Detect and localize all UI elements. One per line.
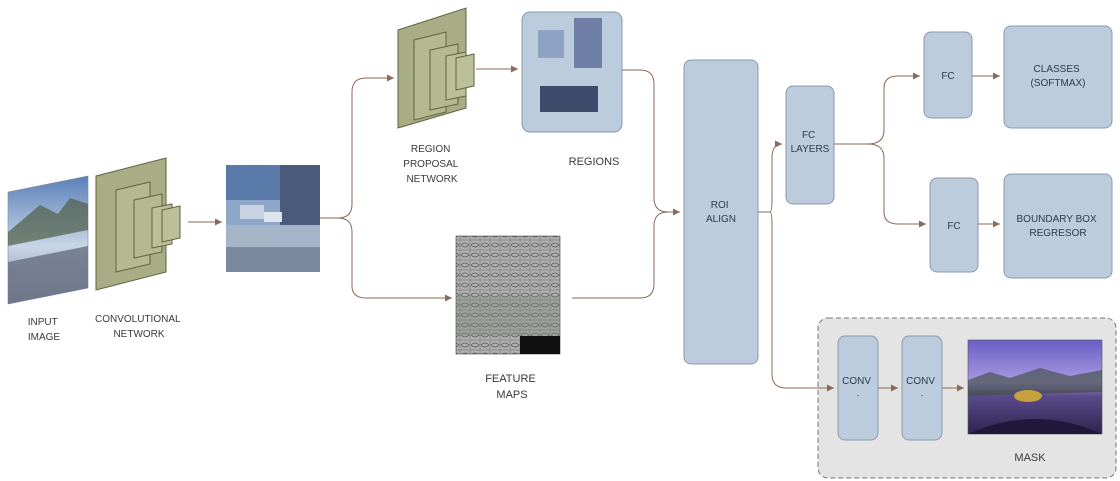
fc-bottom-label: FC: [947, 221, 960, 232]
classes-box: [1003, 25, 1113, 129]
input-image-label: INPUT IMAGE: [28, 317, 61, 343]
fc-layers-label: FC LAYERS: [791, 130, 830, 155]
fc-bottom-box: [929, 177, 979, 273]
connectors: [188, 65, 1000, 392]
input-image: [7, 175, 89, 305]
region-proposal-network-cube: [397, 7, 475, 129]
regions-label: REGIONS: [569, 156, 620, 168]
region-proposal-label: REGION PROPOSAL NETWORK: [403, 144, 460, 185]
conv1-label: CONV .: [842, 376, 874, 399]
classes-label: CLASSES (SOFTMAX): [1031, 64, 1086, 89]
feature-maps-grid: [455, 235, 561, 355]
roi-align-box: [683, 59, 759, 365]
pixelated-feature-image: [226, 165, 320, 272]
fc-top-box: [923, 31, 973, 119]
fc-layers-box: [785, 85, 835, 205]
fc-top-label: FC: [941, 71, 954, 82]
conv2-label: CONV .: [906, 376, 938, 399]
feature-maps-label: FEATURE MAPS: [485, 373, 539, 401]
convolutional-network-cube: [95, 157, 181, 291]
mask-label: MASK: [1014, 452, 1046, 464]
boundary-box-regresor-box: [1003, 173, 1113, 279]
conv-network-label: CONVOLUTIONAL NETWORK: [95, 314, 183, 340]
mask-output-image: [967, 339, 1103, 435]
regions-panel: [521, 11, 623, 133]
roi-align-label: ROI ALIGN: [706, 200, 736, 225]
boundary-box-label: BOUNDARY BOX REGRESOR: [1017, 214, 1100, 239]
